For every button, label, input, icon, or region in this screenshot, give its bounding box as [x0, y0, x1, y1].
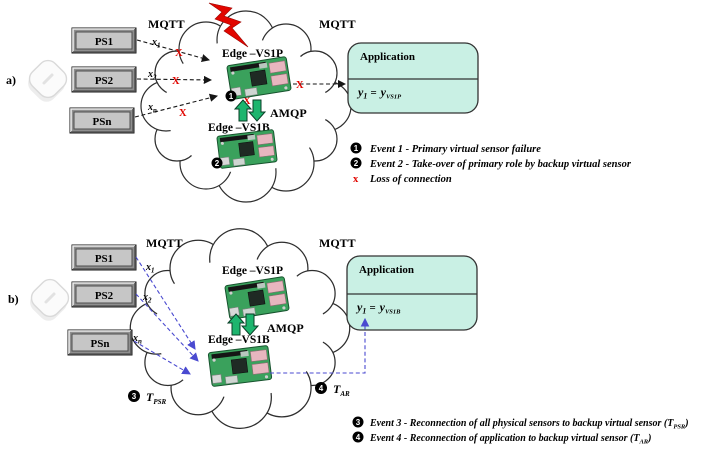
badge-number: 4 — [356, 433, 361, 442]
legend-event-2-badge: 2 — [350, 157, 362, 169]
wireless-sensor-device-icon-a — [22, 54, 73, 108]
loss-x-mark: X — [243, 96, 251, 107]
badge-circle — [350, 142, 362, 154]
event-1-badge: 1 — [225, 90, 237, 102]
sensor-label: PSn — [93, 116, 112, 128]
panel-b: b) PS1 PS2 PSn MQTT MQTT AMQP x1 x2 xn E… — [8, 228, 478, 429]
raspberry-pi-backup-a — [216, 129, 278, 169]
legend-event-3-text: Event 3 - Reconnection of all physical s… — [369, 418, 689, 431]
badge-number: 2 — [354, 159, 359, 168]
sensor-link-ps2-a — [136, 75, 213, 85]
loss-x-mark: X — [296, 80, 304, 91]
badge-circle — [211, 157, 223, 169]
legend-event-2-text: Event 2 - Take-over of primary role by b… — [369, 159, 632, 170]
sensor-label: PS2 — [95, 290, 114, 302]
reconnect-link-ps2-b — [135, 293, 199, 362]
sensor-label: PS1 — [95, 253, 113, 265]
signal-x2-label-b: x2 — [142, 292, 152, 305]
t-ar-label: TAR — [333, 382, 350, 398]
edge-vs1b-label-a: Edge –VS1B — [208, 122, 270, 134]
physical-sensor-ps1-b: PS1 — [71, 244, 137, 271]
signal-x2-label-a: x2 — [147, 69, 157, 82]
legend-loss-x-mark: x — [353, 174, 359, 185]
badge-circle — [225, 90, 237, 102]
legend-a: 1 Event 1 - Primary virtual sensor failu… — [350, 142, 632, 185]
loss-x-mark: X — [179, 108, 187, 119]
event-3-badge: 3 — [128, 390, 140, 402]
sensor-link-psn-a — [134, 93, 218, 118]
reconnect-link-psn-b — [133, 340, 191, 375]
badge-number: 4 — [319, 384, 324, 393]
app-output-formula-b: y1=yVS1B — [355, 300, 401, 316]
event-4-badge: 4 — [315, 382, 327, 394]
physical-sensor-ps2-b: PS2 — [71, 281, 137, 308]
mqtt-label-left-a: MQTT — [148, 17, 185, 31]
badge-number: 1 — [354, 144, 359, 153]
loss-x-mark: X — [175, 48, 183, 59]
amqp-label-b: AMQP — [267, 321, 304, 335]
legend-event-3-badge: 3 — [352, 416, 364, 428]
badge-circle — [128, 390, 140, 402]
badge-circle — [352, 431, 364, 443]
legend-loss-text: Loss of connection — [369, 174, 452, 185]
badge-number: 2 — [215, 159, 220, 168]
edge-vs1p-label-b: Edge –VS1P — [222, 265, 283, 277]
sensor-label: PSn — [91, 338, 110, 350]
badge-circle — [315, 382, 327, 394]
wireless-sensor-device-icon-b — [24, 273, 75, 327]
signal-xn-label-b: xn — [132, 333, 142, 346]
legend-event-1-text: Event 1 - Primary virtual sensor failure — [369, 144, 541, 155]
signal-xn-label-a: xn — [147, 102, 157, 115]
app-title-b: Application — [359, 264, 414, 276]
panel-a: a) PS1 PS2 PSn MQTT MQTT AMQP x1 x2 xn X… — [6, 2, 479, 203]
application-box-a: Application y1=yVS1P — [347, 42, 479, 114]
event-2-badge: 2 — [211, 157, 223, 169]
signal-x1-label-a: x1 — [151, 37, 161, 50]
mqtt-label-left-b: MQTT — [146, 236, 183, 250]
primary-failure-lightning-icon — [208, 2, 249, 48]
physical-sensor-ps2-a: PS2 — [71, 66, 137, 93]
app-output-formula-a: y1=yVS1P — [356, 85, 402, 101]
application-box-b: Application y1=yVS1B — [346, 255, 478, 331]
raspberry-pi-backup-b — [207, 344, 273, 388]
badge-number: 3 — [356, 418, 361, 427]
edge-vs1p-label-a: Edge –VS1P — [222, 48, 283, 60]
badge-number: 1 — [229, 92, 234, 101]
physical-sensor-ps1-a: PS1 — [71, 27, 137, 54]
legend-event-4-badge: 4 — [352, 431, 364, 443]
signal-x1-label-b: x1 — [145, 262, 155, 275]
panel-a-label: a) — [6, 73, 16, 87]
panel-b-label: b) — [8, 292, 19, 306]
mqtt-label-right-a: MQTT — [319, 17, 356, 31]
badge-number: 3 — [132, 392, 137, 401]
legend-b: 3 Event 3 - Reconnection of all physical… — [352, 416, 689, 446]
edge-vs1b-label-b: Edge –VS1B — [208, 334, 270, 346]
app-box-body — [346, 255, 478, 331]
app-box-body — [347, 42, 479, 114]
amqp-label-a: AMQP — [270, 106, 307, 120]
t-psr-label: TPSR — [146, 390, 167, 406]
sensor-label: PS2 — [95, 75, 114, 87]
loss-x-mark: X — [172, 76, 180, 87]
app-title-a: Application — [360, 51, 415, 63]
badge-circle — [350, 157, 362, 169]
badge-circle — [352, 416, 364, 428]
physical-sensor-psn-a: PSn — [69, 107, 135, 134]
sensor-label: PS1 — [95, 36, 113, 48]
legend-event-4-text: Event 4 - Reconnection of application to… — [369, 433, 651, 446]
mqtt-label-right-b: MQTT — [319, 236, 356, 250]
reconnect-link-ps1-b — [135, 256, 196, 350]
physical-sensor-psn-b: PSn — [67, 329, 133, 356]
sensor-link-ps1-a — [136, 39, 210, 63]
reconnect-link-app-b — [270, 317, 370, 374]
legend-event-1-badge: 1 — [350, 142, 362, 154]
